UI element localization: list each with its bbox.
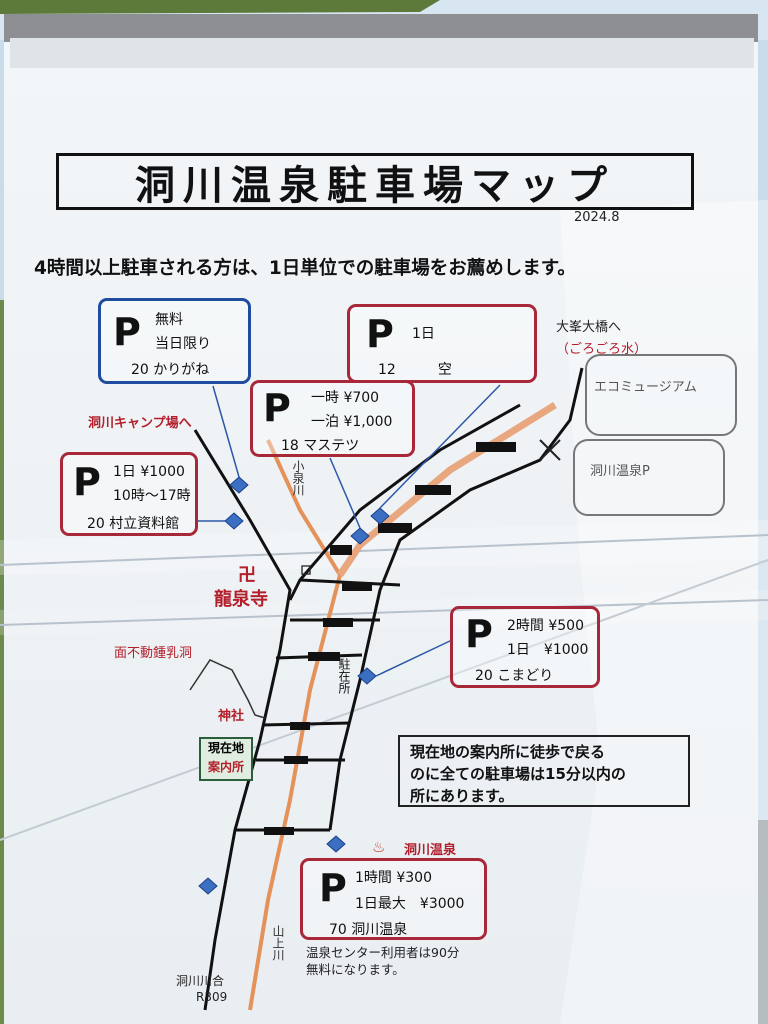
- map-title: 洞川温泉駐車場マップ: [56, 153, 694, 210]
- onsen-label: 洞川温泉: [404, 843, 457, 858]
- parking-price-line: 1日 ¥1000: [113, 464, 185, 480]
- onsen-icon: ♨: [372, 838, 386, 856]
- onsen-note-line: 無料になります。: [306, 962, 405, 977]
- parking-price-line: 1日 ¥1000: [507, 642, 589, 658]
- parking-markers: [198, 476, 390, 895]
- parking-price-line: 1日: [412, 326, 435, 342]
- gou-label: 洞川川合: [176, 974, 225, 988]
- parking-price-line: 一泊 ¥1,000: [311, 414, 393, 430]
- gorogoro-label: （ごろごろ水）: [556, 342, 648, 357]
- shrine-label: 神社: [218, 709, 245, 724]
- bridge-marker: [290, 722, 310, 730]
- bridge-marker: [378, 523, 412, 533]
- parking-p-icon: P: [465, 612, 493, 656]
- leader-line: [329, 457, 361, 529]
- current-location-label: 現在地: [207, 741, 244, 755]
- river-line-upper: [337, 402, 557, 577]
- parking-marker: [229, 476, 249, 494]
- parking-p-icon: P: [319, 866, 347, 910]
- bridge-marker: [476, 442, 516, 452]
- bridge-marker: [308, 652, 340, 661]
- small-square: [301, 565, 311, 575]
- parking-lot-shiryokan: P 1日 ¥1000 10時～17時 20 村立資料館: [60, 452, 198, 536]
- leader-line: [375, 639, 453, 677]
- parking-price-line: 無料: [155, 312, 183, 328]
- parking-price-line: 2時間 ¥500: [507, 618, 584, 634]
- parking-marker: [224, 512, 244, 530]
- hidden-sign-frame: [573, 439, 725, 516]
- road-middle: [288, 403, 521, 601]
- onsen-note-line: 温泉センター利用者は90分: [306, 945, 460, 960]
- parking-lot-masutetsu: P 一時 ¥700 一泊 ¥1,000 18 マステツ: [250, 380, 415, 457]
- leader-line: [212, 385, 240, 478]
- info-center-label: 案内所: [207, 760, 244, 774]
- eco-museum-sign-label: エコミュージアム: [594, 380, 697, 395]
- map-date: 2024.8: [574, 210, 620, 225]
- parking-lot-sora: P 1日 12 空: [347, 304, 537, 383]
- parking-price-line: 1日最大 ¥3000: [355, 896, 465, 912]
- parking-p-icon: P: [73, 460, 101, 504]
- parking-lot-onsen: P 1時間 ¥300 1日最大 ¥3000 70 洞川温泉: [300, 858, 487, 940]
- parking-marker: [198, 877, 218, 895]
- bridge-label: 大峯大橋へ: [556, 320, 622, 335]
- parking-price-line: 1時間 ¥300: [355, 870, 432, 886]
- parking-marker: [357, 667, 377, 685]
- route-label: R309: [196, 990, 228, 1004]
- parking-name: 70 洞川温泉: [329, 922, 408, 938]
- parking-name: 20 村立資料館: [87, 516, 180, 532]
- road-east: [328, 367, 584, 831]
- parking-name: 18 マステツ: [281, 438, 360, 454]
- bridge-marker: [342, 582, 372, 591]
- parking-p-icon: P: [263, 386, 291, 430]
- temple-icon: 卍: [238, 565, 256, 586]
- info-line: のに全ての駐車場は15分以内の: [410, 765, 626, 783]
- current-location-marker: 現在地 案内所: [199, 737, 253, 781]
- bridge-marker: [264, 827, 294, 835]
- police-box-label: 駐在所: [337, 658, 351, 694]
- temple-label: 龍泉寺: [214, 589, 268, 610]
- parking-p-icon: P: [366, 312, 394, 356]
- bridge-marker: [415, 485, 451, 495]
- info-line: 所にあります。: [410, 787, 514, 805]
- dorogawa-parking-sign-label: 洞川温泉P: [590, 464, 650, 479]
- bridge-marker: [323, 618, 353, 627]
- leader-line: [379, 384, 501, 509]
- road-west: [193, 429, 292, 1011]
- parking-marker: [370, 507, 390, 525]
- parking-marker: [326, 835, 346, 853]
- cave-path: [189, 659, 266, 719]
- parking-marker: [350, 527, 370, 545]
- x-mark: [539, 439, 561, 461]
- river-line: [248, 439, 343, 1011]
- yamagami-river-label: 山上川: [271, 925, 285, 961]
- camp-label: 洞川キャンプ場へ: [88, 416, 192, 431]
- parking-name: 20 かりがね: [131, 362, 210, 378]
- info-line: 現在地の案内所に徒歩で戻る: [410, 743, 606, 761]
- cave-label: 面不動鍾乳洞: [114, 646, 193, 661]
- parking-price-line: 一時 ¥700: [311, 390, 380, 406]
- parking-notice: 4時間以上駐車される方は、1日単位での駐車場をお薦めします。: [34, 258, 576, 279]
- koizumi-river-label: 小泉川: [291, 460, 305, 496]
- parking-lot-komadori: P 2時間 ¥500 1日 ¥1000 20 こまどり: [450, 606, 600, 688]
- parking-price-line: 10時～17時: [113, 488, 191, 504]
- bridge-marker: [330, 545, 352, 555]
- walking-info-box: 現在地の案内所に徒歩で戻る のに全ての駐車場は15分以内の 所にあります。: [398, 735, 690, 807]
- parking-name: 20 こまどり: [475, 668, 554, 684]
- bridge-marker: [284, 756, 308, 764]
- parking-name: 12 空: [378, 362, 452, 378]
- parking-lot-karigane: P 無料 当日限り 20 かりがね: [98, 298, 251, 384]
- hidden-sign-frame: [585, 354, 737, 436]
- parking-price-line: 当日限り: [155, 336, 211, 352]
- parking-p-icon: P: [113, 310, 141, 354]
